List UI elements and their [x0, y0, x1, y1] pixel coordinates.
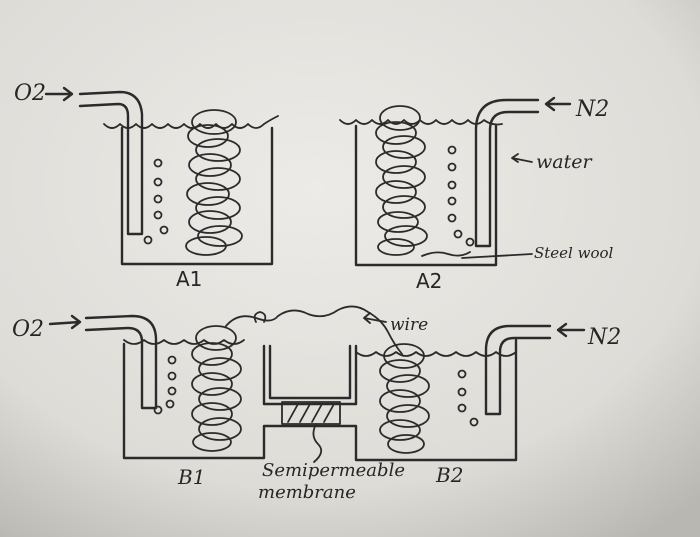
label-a1: A1 [176, 267, 202, 291]
bottom-labels: O2 N2 wire B1 B2 Semipermeable membrane [12, 312, 621, 503]
n2-inlet-tube [474, 98, 540, 248]
cell-b-body [122, 338, 518, 462]
o2-inlet-tube-b1 [84, 314, 158, 410]
n2-top-arrow [544, 96, 572, 112]
membrane-label: membrane [258, 482, 356, 503]
beaker-a2 [339, 98, 540, 267]
wire-end-coil [253, 311, 267, 323]
membrane [281, 401, 341, 425]
steel-wool-label: Steel wool [534, 244, 614, 262]
bubbles-b2 [457, 369, 479, 427]
water-pointer [511, 153, 533, 163]
o2-bottom-label: O2 [12, 314, 82, 342]
steel-wool-a1 [185, 109, 243, 256]
water-label: water [536, 151, 593, 173]
water-surface-a1 [103, 115, 279, 129]
o2-top-arrow [44, 86, 74, 102]
svg-text:O2: O2 [12, 317, 44, 342]
wire-label: wire [390, 315, 428, 335]
bubbles-a1 [143, 158, 169, 245]
wire-pointer [363, 312, 387, 324]
svg-text:N2: N2 [575, 97, 609, 122]
steel-wool-pointer [461, 253, 533, 259]
o2-bottom-arrow [48, 314, 82, 330]
bubbles-a2 [447, 145, 475, 247]
label-b2: B2 [435, 463, 463, 487]
label-b1: B1 [177, 465, 205, 489]
n2-inlet-tube-b2 [484, 324, 552, 416]
steel-wool-a2 [375, 105, 428, 256]
top-labels: O2 N2 water Steel wool A1 A2 [14, 81, 614, 293]
upper-chamber [262, 344, 358, 406]
bubbles-b1 [153, 355, 177, 415]
label-a2: A2 [416, 269, 442, 293]
svg-text:O2: O2 [14, 81, 46, 106]
cell-b [84, 305, 552, 463]
steel-wool-b1 [191, 325, 242, 452]
membrane-hatch [287, 403, 335, 423]
semipermeable-label: Semipermeable [262, 460, 405, 481]
n2-bottom-label: N2 [556, 322, 621, 350]
o2-inlet-tube [78, 90, 144, 236]
water-surface-b [123, 339, 517, 357]
membrane-pointer [312, 423, 323, 463]
n2-top-label: N2 [544, 96, 609, 122]
beaker-a1 [78, 90, 279, 266]
o2-top-label: O2 [14, 81, 74, 106]
steel-wool-b2 [379, 343, 430, 454]
connecting-wire [225, 305, 403, 355]
steel-wool-wire-a2 [421, 251, 471, 257]
svg-text:N2: N2 [587, 325, 621, 350]
n2-bottom-arrow [556, 322, 586, 338]
